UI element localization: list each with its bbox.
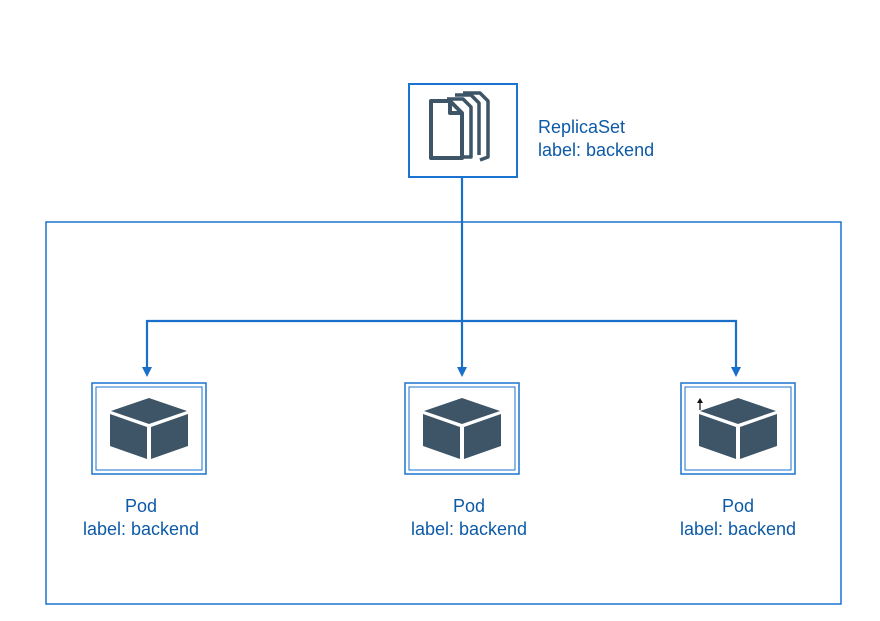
connector-to-pod-3	[462, 319, 741, 377]
pod-3-name: Pod	[722, 496, 754, 516]
pod-2-name: Pod	[453, 496, 485, 516]
pod-1-label: label: backend	[83, 519, 199, 539]
pod-1-name: Pod	[125, 496, 157, 516]
cube-icon	[699, 398, 777, 459]
pod-2-label: label: backend	[411, 519, 527, 539]
pod-node-2[interactable]: Pod label: backend	[404, 382, 527, 539]
pod-node-1[interactable]: Pod label: backend	[83, 382, 207, 539]
cube-icon	[423, 398, 501, 459]
connectors	[142, 178, 741, 377]
replicaset-name: ReplicaSet	[538, 117, 625, 137]
connector-to-pod-1	[142, 319, 462, 377]
cube-icon	[110, 398, 188, 459]
pod-3-label: label: backend	[680, 519, 796, 539]
stacked-documents-icon	[429, 91, 490, 162]
small-arrow-icon	[697, 398, 703, 410]
pod-group-container	[45, 221, 842, 605]
replicaset-node[interactable]: ReplicaSet label: backend	[408, 83, 654, 178]
pod-node-3[interactable]: Pod label: backend	[680, 382, 796, 539]
replicaset-label: label: backend	[538, 140, 654, 160]
